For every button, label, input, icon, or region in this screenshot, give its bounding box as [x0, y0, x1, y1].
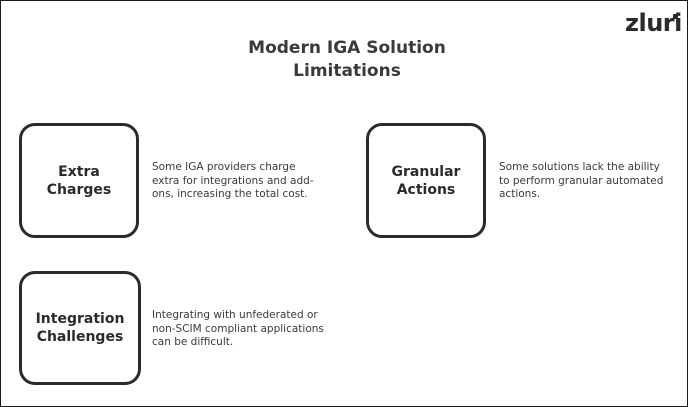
- card-label-line-1: Integration: [35, 311, 125, 327]
- card-label-line-1: Granular: [391, 163, 461, 180]
- logo-dot-icon: [673, 14, 678, 19]
- description-line: Some solutions lack the ability: [499, 161, 660, 173]
- description-line: to perform granular automated: [499, 174, 664, 187]
- description-line: ons, increasing the total cost.: [152, 188, 308, 200]
- card-label: Granular Actions: [392, 163, 461, 199]
- description-line: non-SCIM compliant applications: [152, 322, 324, 335]
- description-line: Some IGA providers charge: [152, 161, 296, 173]
- title-line-2: Limitations: [293, 61, 401, 81]
- title-line-1: Modern IGA Solution: [248, 38, 446, 58]
- logo-text: zluri: [625, 9, 682, 37]
- limitation-card-extra-charges: Extra Charges: [19, 123, 139, 238]
- diagram-title: Modern IGA Solution Limitations: [197, 37, 497, 83]
- zluri-logo: zluri: [625, 9, 682, 37]
- description-line: extra for integrations and add-: [152, 174, 314, 187]
- card-label: Extra Charges: [47, 163, 111, 199]
- limitation-description-extra-charges: Some IGA providers charge extra for inte…: [152, 161, 342, 202]
- description-line: actions.: [499, 188, 541, 200]
- description-line: can be difficult.: [152, 336, 234, 348]
- card-label-line-2: Charges: [46, 181, 112, 198]
- limitation-description-granular-actions: Some solutions lack the ability to perfo…: [499, 161, 677, 202]
- limitation-description-integration-challenges: Integrating with unfederated or non-SCIM…: [152, 309, 342, 350]
- card-label: Integration Challenges: [36, 310, 125, 346]
- description-line: Integrating with unfederated or: [152, 309, 318, 321]
- limitation-card-integration-challenges: Integration Challenges: [19, 271, 141, 385]
- card-label-line-2: Actions: [396, 181, 456, 198]
- limitation-card-granular-actions: Granular Actions: [366, 123, 486, 238]
- card-label-line-2: Challenges: [36, 329, 124, 345]
- card-label-line-1: Extra: [58, 163, 100, 180]
